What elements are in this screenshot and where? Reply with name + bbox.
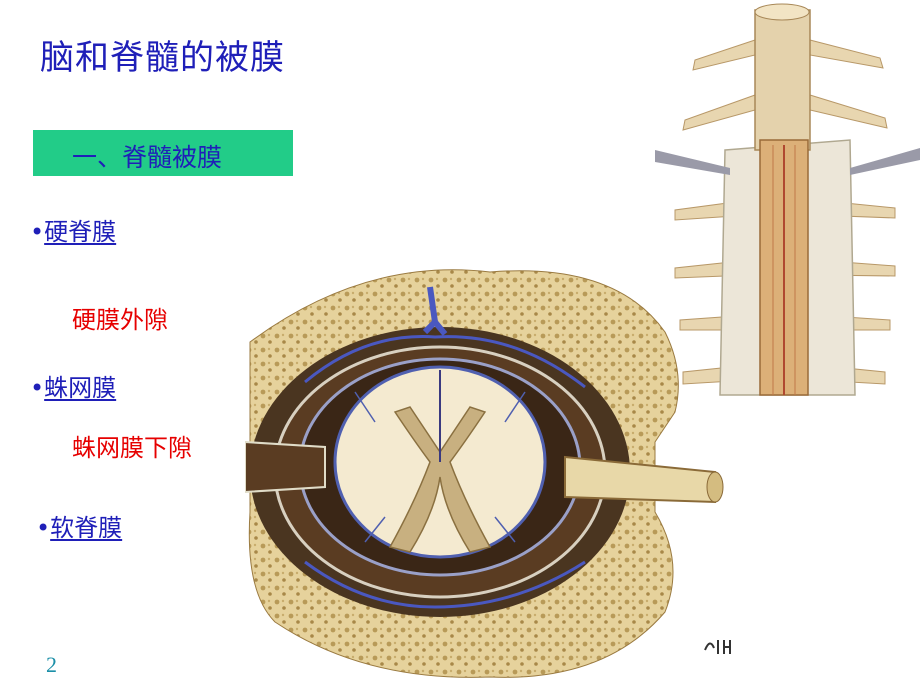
- bullet-dot: •: [30, 374, 45, 402]
- page-number: 2: [46, 652, 57, 677]
- label-epidural-space: 硬膜外隙: [72, 306, 168, 334]
- link-pia-mater[interactable]: 软脊膜: [50, 514, 123, 542]
- bullet-arachnoid[interactable]: •蛛网膜: [30, 368, 116, 403]
- section-header-box: [33, 130, 293, 176]
- slide-title: 脑和脊髓的被膜: [40, 38, 285, 78]
- bullet-dura-mater[interactable]: •硬脊膜: [30, 212, 116, 247]
- link-arachnoid[interactable]: 蛛网膜: [44, 374, 117, 402]
- link-dura-mater[interactable]: 硬脊膜: [44, 218, 117, 246]
- artist-signature: [704, 640, 731, 654]
- bullet-dot: •: [30, 218, 45, 246]
- spinal-cord-cross-section-illustration: [245, 269, 724, 678]
- spinal-cord-meninges-illustration: [655, 3, 920, 396]
- bullet-pia-mater[interactable]: •软脊膜: [36, 508, 122, 543]
- label-subarachnoid-space: 蛛网膜下隙: [72, 434, 192, 462]
- section-header-label: 一、脊髓被膜: [72, 143, 223, 172]
- bullet-dot: •: [36, 514, 51, 542]
